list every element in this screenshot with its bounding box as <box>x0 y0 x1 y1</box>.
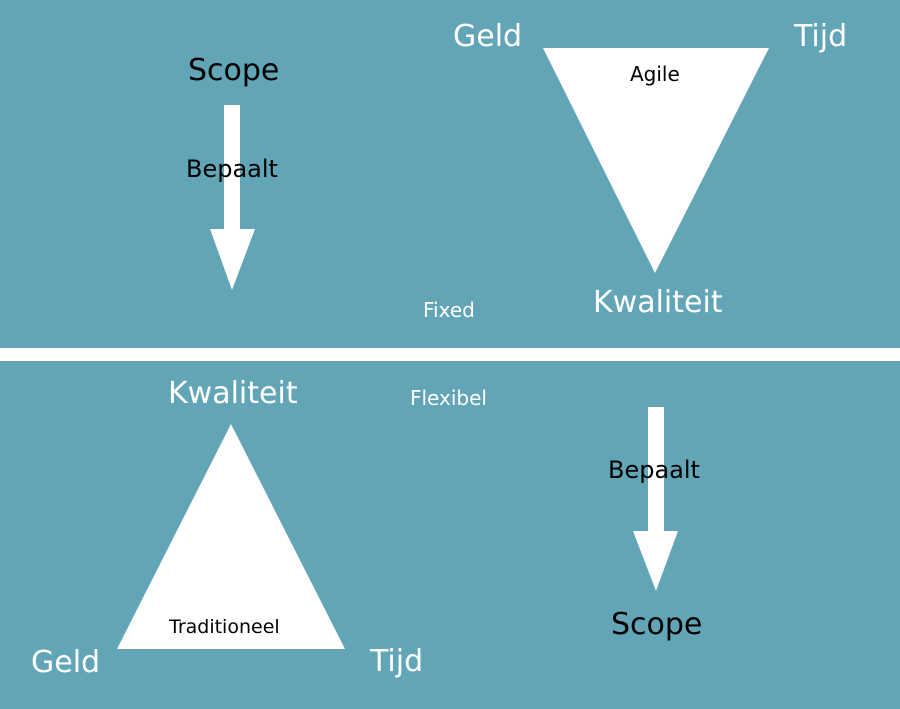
agile-inverted-triangle <box>543 48 769 273</box>
bottom-panel: Kwaliteit Flexibel Bepaalt Scope Traditi… <box>0 361 900 709</box>
bottom-arrow-shaft <box>648 407 664 532</box>
agile-corner-left: Geld <box>453 19 523 54</box>
top-arrow-head <box>210 229 255 290</box>
traditional-corner-right: Tijd <box>370 644 424 679</box>
traditional-triangle <box>117 424 345 649</box>
traditional-corner-left: Geld <box>31 645 101 680</box>
top-shapes <box>210 48 769 290</box>
traditional-corner-top: Kwaliteit <box>168 376 298 411</box>
bottom-shapes <box>117 407 678 649</box>
agile-corner-bottom: Kwaliteit <box>593 285 723 320</box>
bottom-scope-label: Scope <box>611 607 703 642</box>
top-scope-label: Scope <box>188 53 280 88</box>
top-arrow-label: Bepaalt <box>186 155 278 183</box>
flexible-label: Flexibel <box>410 386 487 410</box>
bottom-down-arrow <box>633 407 678 591</box>
bottom-arrow-label: Bepaalt <box>608 456 700 484</box>
fixed-label: Fixed <box>423 298 475 322</box>
bottom-arrow-head <box>633 531 678 591</box>
traditional-triangle-label: Traditioneel <box>169 616 280 638</box>
top-panel: Scope Bepaalt Geld Tijd Agile Kwaliteit … <box>0 0 900 348</box>
top-down-arrow <box>210 105 255 290</box>
agile-corner-right: Tijd <box>794 19 848 54</box>
top-arrow-shaft <box>224 105 240 230</box>
agile-triangle-label: Agile <box>630 62 680 86</box>
